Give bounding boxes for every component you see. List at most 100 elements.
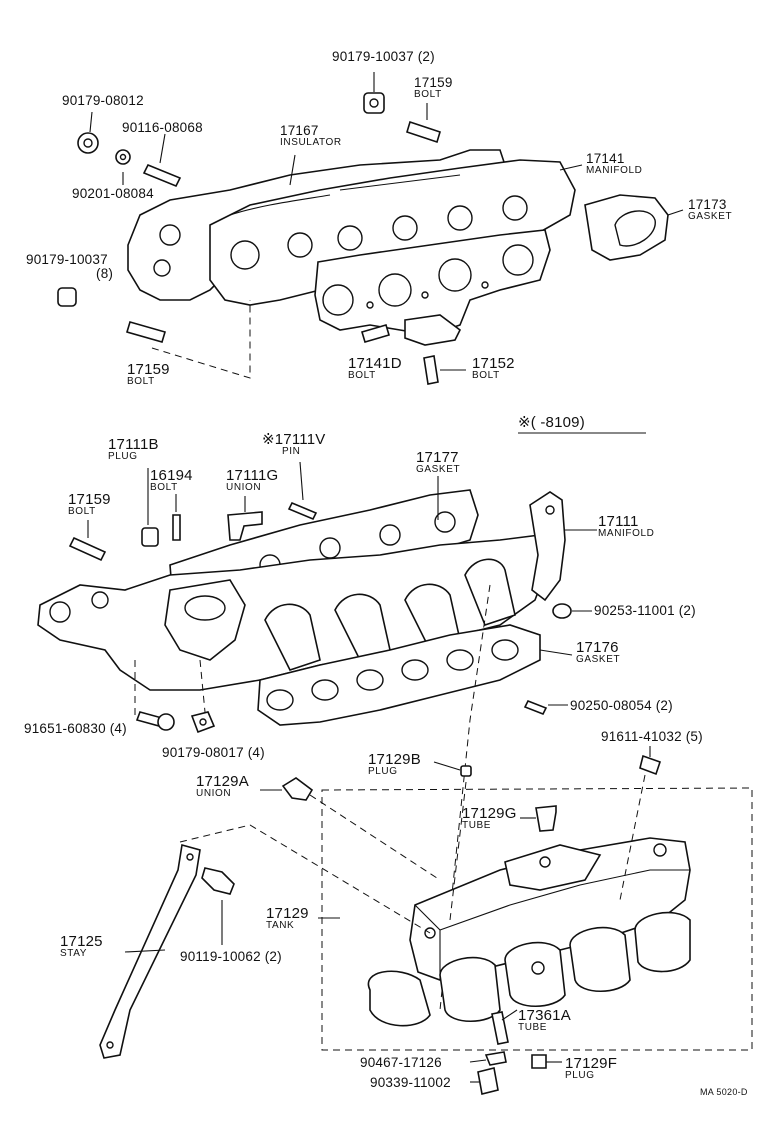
part-number: 90467-17126 <box>360 1055 442 1070</box>
callout-17111g: 17111G UNION <box>226 468 278 493</box>
part-number: 90179-08017 (4) <box>162 745 265 760</box>
part-number: 17129G <box>462 805 517 822</box>
part-desc: UNION <box>196 788 232 799</box>
part-number: 17141D <box>348 355 402 372</box>
part-number: 17167 <box>280 123 319 138</box>
callout-17159-top: 17159 BOLT <box>414 76 453 100</box>
part-desc: INSULATOR <box>280 136 342 148</box>
part-desc: BOLT <box>150 482 178 493</box>
part-desc: STAY <box>60 948 88 959</box>
part-number: 17111G <box>226 467 279 484</box>
part-qty: (8) <box>96 265 114 281</box>
tube-17361a <box>491 1011 509 1045</box>
note-serial-range: ※( -8109) <box>518 414 585 431</box>
part-desc: PLUG <box>108 451 138 462</box>
part-desc: BOLT <box>348 370 376 381</box>
callout-17167: 17167 INSULATOR <box>280 124 342 148</box>
callout-17129: 17129 TANK <box>266 906 309 931</box>
bolt-17141d <box>361 324 390 343</box>
callout-90119-10062: 90119-10062 (2) <box>180 950 282 964</box>
part-desc: BOLT <box>472 370 500 381</box>
part-desc: TUBE <box>518 1022 548 1033</box>
callout-17129a: 17129A UNION <box>196 774 249 799</box>
callout-17177: 17177 GASKET <box>416 450 460 475</box>
part-number: ※17111V <box>262 431 326 448</box>
part-number: 90116-08068 <box>122 120 203 135</box>
callout-17159-left: 17159 BOLT <box>127 362 170 387</box>
callout-17129g: 17129G TUBE <box>462 806 517 831</box>
part-number: 17129A <box>196 773 249 790</box>
part-number: 17152 <box>472 355 515 372</box>
cap-90339-11002 <box>477 1067 499 1095</box>
callout-91611-41032: 91611-41032 (5) <box>601 730 703 744</box>
part-number: 17361A <box>518 1007 571 1024</box>
part-desc: GASKET <box>576 654 621 665</box>
part-number: 90179-10037 (2) <box>332 49 435 64</box>
callout-91651-60830: 91651-60830 (4) <box>24 722 127 736</box>
part-number: 90179-08012 <box>62 93 144 108</box>
callout-17129f: 17129F PLUG <box>565 1056 617 1081</box>
callout-17176: 17176 GASKET <box>576 640 620 665</box>
part-number: 90253-11001 (2) <box>594 603 696 618</box>
part-number: 90201-08084 <box>72 186 154 201</box>
callout-17111v: ※17111V PIN <box>262 432 325 457</box>
pin-17111v <box>287 501 318 521</box>
part-number: 16194 <box>150 467 193 484</box>
stud-90116-08068 <box>142 163 182 188</box>
drawing-code: MA 5020-D <box>700 1087 748 1097</box>
nut-90179-10037-left <box>57 287 77 307</box>
part-desc: MANIFOLD <box>586 164 643 176</box>
bolt-16194 <box>172 514 181 541</box>
part-desc: GASKET <box>688 210 733 222</box>
pin-90250-08054 <box>523 699 548 716</box>
plug-17129f <box>531 1054 547 1069</box>
part-number: 17141 <box>586 151 625 166</box>
stay-17125-shape <box>99 843 201 1059</box>
callout-90179-08017: 90179-08017 (4) <box>162 746 265 760</box>
part-number: 17111 <box>598 513 639 530</box>
callout-17361a: 17361A TUBE <box>518 1008 571 1033</box>
callout-90179-10037-8: 90179-10037 (8) <box>26 253 113 280</box>
callout-17111b: 17111B PLUG <box>108 437 159 462</box>
manifold-flange <box>314 229 551 336</box>
callout-90467-17126: 90467-17126 <box>360 1056 442 1070</box>
part-number: 17176 <box>576 639 619 656</box>
plug-90253-11001 <box>552 603 572 619</box>
callout-17173: 17173 GASKET <box>688 198 732 222</box>
callout-90179-10037-2: 90179-10037 (2) <box>332 50 435 64</box>
callout-90179-08012: 90179-08012 <box>62 94 144 108</box>
callout-16194: 16194 BOLT <box>150 468 193 493</box>
part-desc: PLUG <box>565 1070 595 1081</box>
bolt-17159-mid <box>68 536 107 562</box>
part-number: 17129F <box>565 1055 618 1072</box>
union-17129a <box>281 777 314 801</box>
part-desc: BOLT <box>127 376 155 387</box>
bolt-17152 <box>423 355 439 385</box>
exhaust-manifold-group <box>57 72 684 385</box>
callout-90339-11002: 90339-11002 <box>370 1076 451 1090</box>
union-17111g <box>227 511 263 541</box>
callout-17141: 17141 MANIFOLD <box>586 152 642 176</box>
part-number: 90119-10062 (2) <box>180 949 282 964</box>
callout-17129b: 17129B PLUG <box>368 752 421 777</box>
plug-17129b <box>460 765 472 777</box>
part-desc: BOLT <box>68 506 96 517</box>
clip-90467-17126 <box>484 1051 507 1066</box>
part-desc: GASKET <box>416 464 461 475</box>
tank-group <box>99 746 753 1095</box>
plug-17111b <box>141 527 159 547</box>
tube-17129g <box>535 805 557 832</box>
part-number: 90179-10037 <box>26 252 108 267</box>
bolt-17159-top <box>406 120 441 144</box>
part-number: 91611-41032 (5) <box>601 729 703 744</box>
part-desc: MANIFOLD <box>598 528 655 539</box>
callout-17111: 17111 MANIFOLD <box>598 514 654 539</box>
callout-90250-08054: 90250-08054 (2) <box>570 699 673 713</box>
callout-17159-mid: 17159 BOLT <box>68 492 111 517</box>
bolt-17159-left <box>126 321 166 343</box>
part-number: 17129B <box>368 751 421 768</box>
part-number: 17159 <box>414 75 453 90</box>
part-number: 17125 <box>60 933 103 950</box>
part-number: 17159 <box>68 491 111 508</box>
